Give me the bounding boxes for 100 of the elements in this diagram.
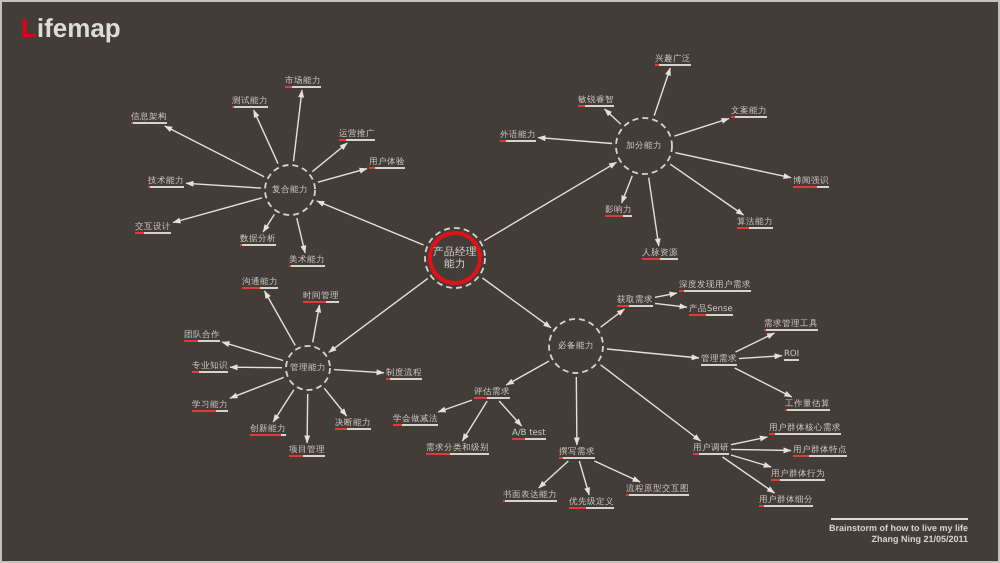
arrow <box>538 135 612 144</box>
skill-label: 敏锐睿智 <box>578 95 614 105</box>
arrow <box>734 367 792 398</box>
topic-label: 必备能力 <box>558 341 594 351</box>
arrow <box>230 364 282 370</box>
topic-label: 加分能力 <box>626 141 662 151</box>
arrow <box>600 308 625 328</box>
arrow <box>574 377 580 446</box>
skill-label: 文案能力 <box>731 106 767 116</box>
skill-label: 交互设计 <box>135 222 171 232</box>
topic-circle <box>285 345 331 391</box>
arrow <box>312 304 322 343</box>
topic-circle <box>615 117 673 175</box>
arrow <box>578 460 590 496</box>
arrow <box>674 118 730 137</box>
topic-circle <box>264 164 316 216</box>
skill-label: 美术能力 <box>289 255 325 265</box>
arrow <box>462 400 488 442</box>
arrow <box>252 110 279 164</box>
skill-label: 技术能力 <box>148 176 184 186</box>
skill-label: 团队合作 <box>184 330 220 340</box>
skill-label: 外语能力 <box>500 130 536 140</box>
skill-label: 决断能力 <box>335 418 371 428</box>
arrow <box>324 388 348 416</box>
arrow <box>735 332 775 353</box>
arrow <box>186 180 262 189</box>
arrow <box>654 68 671 116</box>
skill-label: A/B test <box>512 428 546 438</box>
skill-label: 用户调研 <box>693 443 729 453</box>
arrow <box>164 125 265 178</box>
skill-label: 学会做减法 <box>393 414 438 424</box>
skill-label: ROI <box>784 349 800 359</box>
skill-label: 博闻强识 <box>793 176 829 186</box>
skill-label: 创新能力 <box>250 424 286 434</box>
central-label: 产品经理能力 <box>432 246 478 270</box>
arrow <box>304 394 310 444</box>
arrow <box>222 341 284 362</box>
arrow <box>594 460 641 483</box>
skill-label: 学习能力 <box>192 400 228 410</box>
arrow <box>328 278 428 353</box>
arrow <box>606 348 700 360</box>
arrow <box>292 90 304 162</box>
arrow <box>738 353 782 360</box>
skill-label: 运营推广 <box>339 129 375 139</box>
topic-label: 管理能力 <box>290 363 326 373</box>
arrow <box>230 376 284 399</box>
skill-label: 撰写需求 <box>559 447 595 457</box>
arrow <box>334 368 384 376</box>
arrow <box>730 447 792 454</box>
skill-label: 制度流程 <box>386 368 422 378</box>
arrow <box>498 400 522 426</box>
skill-label: 深度发现用户需求 <box>679 280 751 290</box>
skill-label: 评估需求 <box>474 387 510 397</box>
arrow <box>316 200 424 246</box>
arrow <box>262 214 275 232</box>
skill-label: 影响力 <box>605 205 632 215</box>
arrow <box>604 108 622 125</box>
skill-label: 人脉资源 <box>642 248 678 258</box>
skill-label: 用户群体细分 <box>759 495 813 505</box>
arrow <box>482 277 552 328</box>
arrow <box>654 302 688 310</box>
topic-circle <box>548 318 604 374</box>
arrow <box>272 389 294 422</box>
title: Lifemap <box>21 13 121 43</box>
author-date: Zhang Ning 21/05/2011 <box>871 534 968 545</box>
arrow <box>600 364 701 442</box>
arrow <box>654 292 678 298</box>
arrow <box>312 142 348 172</box>
skill-label: 优先级定义 <box>569 497 614 507</box>
skill-label: 需求分类和级别 <box>426 443 489 453</box>
caption: Brainstorm of how to live my life <box>828 523 968 534</box>
skill-label: 产品Sense <box>689 304 733 314</box>
arrow <box>722 456 775 494</box>
arrow <box>620 176 633 204</box>
arrow <box>730 454 772 468</box>
skill-label: 测试能力 <box>232 96 268 106</box>
arrow <box>538 460 569 489</box>
skill-label: 市场能力 <box>285 76 321 86</box>
arrow <box>506 360 550 386</box>
skill-label: 专业知识 <box>192 361 228 371</box>
topic-label: 复合能力 <box>272 185 308 195</box>
arrow <box>264 290 296 346</box>
skill-label: 时间管理 <box>303 291 339 301</box>
skill-label: 信息架构 <box>131 112 167 122</box>
skill-label: 项目管理 <box>289 445 325 455</box>
skill-label: 工作量估算 <box>785 399 830 409</box>
arrow <box>296 218 306 254</box>
skill-label: 算法能力 <box>737 217 773 227</box>
skill-label: 需求管理工具 <box>764 319 818 329</box>
skill-label: 管理需求 <box>701 354 737 364</box>
arrow <box>675 152 792 180</box>
skill-label: 用户体验 <box>369 157 405 167</box>
skill-label: 兴趣广泛 <box>655 54 691 64</box>
skill-label: 沟通能力 <box>242 277 278 287</box>
skill-label: 用户群体核心需求 <box>769 423 841 433</box>
skill-label: 获取需求 <box>617 295 653 305</box>
arrow <box>670 164 744 216</box>
arrow <box>648 178 661 246</box>
arrow <box>730 436 768 446</box>
arrow <box>438 399 472 413</box>
